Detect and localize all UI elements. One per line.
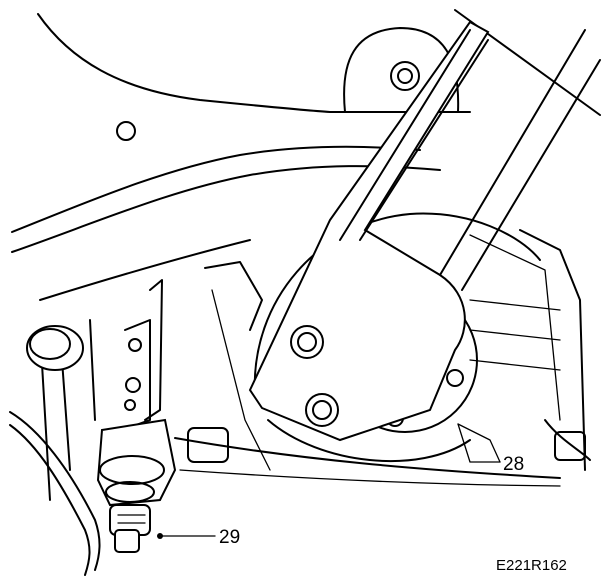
camshaft-locking-tool (248, 20, 601, 442)
camshaft-sensor (96, 418, 177, 553)
cap (26, 325, 84, 371)
callout-28: 28 (503, 454, 524, 475)
sensor-cable (9, 411, 101, 576)
figure-code: E221R162 (496, 557, 567, 574)
callout-leaders (157, 423, 501, 539)
engine-block-housing (174, 229, 591, 487)
callout-29: 29 (219, 527, 240, 548)
